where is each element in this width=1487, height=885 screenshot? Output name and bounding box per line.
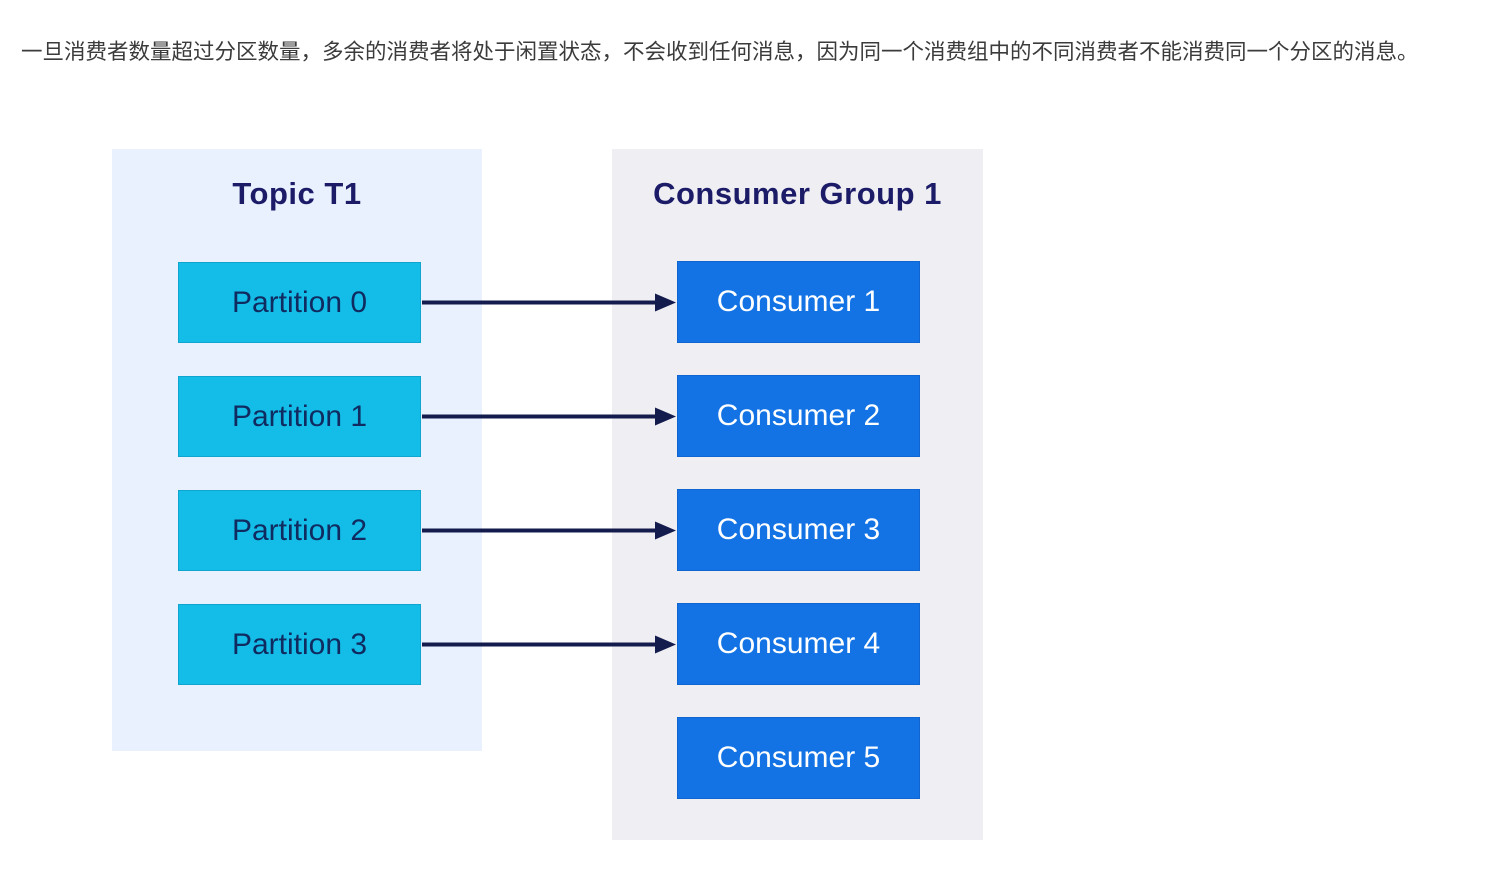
partition-box: Partition 0 (178, 262, 421, 343)
intro-paragraph: 一旦消费者数量超过分区数量，多余的消费者将处于闲置状态，不会收到任何消息，因为同… (21, 40, 1419, 64)
partition-box: Partition 1 (178, 376, 421, 457)
partition-box: Partition 2 (178, 490, 421, 571)
consumer-group-title: Consumer Group 1 (653, 176, 942, 211)
partition-box: Partition 3 (178, 604, 421, 685)
consumer-box: Consumer 3 (677, 489, 920, 571)
consumer-box: Consumer 4 (677, 603, 920, 685)
consumer-box: Consumer 5 (677, 717, 920, 799)
topic-title: Topic T1 (232, 176, 362, 211)
consumer-box: Consumer 2 (677, 375, 920, 457)
consumer-box: Consumer 1 (677, 261, 920, 343)
